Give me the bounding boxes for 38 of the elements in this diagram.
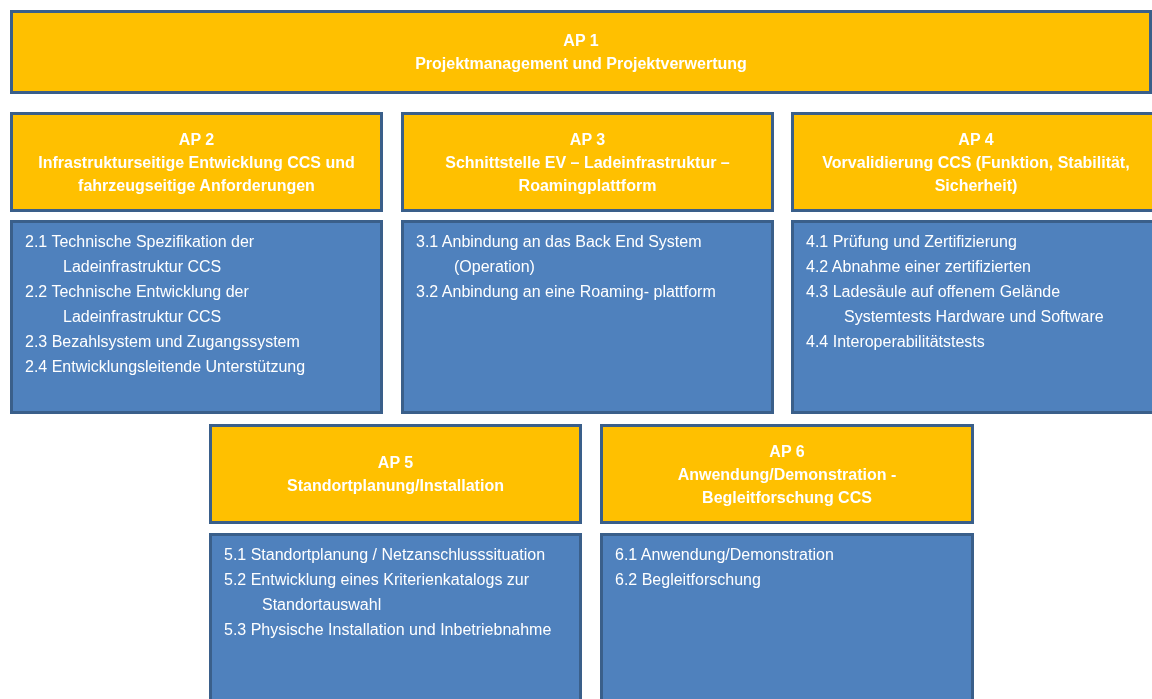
task-item: 6.1 Anwendung/Demonstration: [615, 545, 835, 565]
task-list-panel: [10, 220, 383, 414]
package-title: Projektmanagement und Projektverwertung: [415, 54, 747, 74]
task-list-panel: [209, 533, 582, 699]
task-item: 3.1 Anbindung an das Back End System (Operation): [416, 232, 703, 277]
work-package-header: [791, 112, 1152, 212]
task-item: 2.2 Technische Entwicklung der Ladeinfrastruktur CCS: [25, 282, 250, 327]
package-number: AP 6: [769, 441, 805, 462]
task-list-panel: [600, 533, 974, 699]
task-item: 5.1 Standortplanung / Netzanschlusssituation: [224, 545, 547, 565]
work-package-header: [600, 424, 974, 524]
work-package-header: [10, 112, 383, 212]
task-item: 2.4 Entwicklungsleitende Unterstützung: [25, 357, 307, 377]
task-item: 5.3 Physische Installation und Inbetriebnahme: [224, 620, 553, 640]
package-title: Vorvalidierung CCS (Funktion, Stabilität, Sicherheit): [821, 152, 1131, 196]
package-number: AP 2: [178, 129, 215, 150]
package-number: AP 4: [958, 129, 994, 150]
task-item: 2.1 Technische Spezifikation der Ladeinfrastruktur CCS: [25, 232, 256, 277]
work-package-header: [10, 10, 1152, 94]
work-package-header: [209, 424, 582, 524]
task-list-panel: [791, 220, 1152, 414]
work-package-header: [401, 112, 774, 212]
task-list-panel: [401, 220, 774, 414]
task-item: 4.1 Prüfung und Zertifizierung: [806, 232, 1018, 252]
task-item: 4.4 Interoperabilitätstests: [806, 332, 986, 352]
task-item: 3.2 Anbindung an eine Roaming- plattform: [416, 282, 717, 302]
task-item: 5.2 Entwicklung eines Kriterienkatalogs zur Standortauswahl: [224, 570, 531, 615]
package-title: Infrastrukturseitige Entwicklung CCS und fahrzeugseitige Anforderungen: [37, 152, 356, 196]
task-item: 2.3 Bezahlsystem und Zugangssystem: [25, 332, 301, 352]
package-title: Anwendung/Demonstration - Begleitforschung CCS: [676, 464, 898, 508]
task-item: 4.2 Abnahme einer zertifizierten: [806, 257, 1032, 277]
package-title: Schnittstelle EV – Ladeinfrastruktur – Roamingplattform: [444, 152, 731, 196]
package-number: AP 1: [563, 31, 599, 51]
task-item: 6.2 Begleitforschung: [615, 570, 762, 590]
package-number: AP 5: [377, 453, 414, 473]
package-number: AP 3: [569, 129, 606, 150]
package-title: Standortplanung/Installation: [287, 476, 504, 496]
task-item: 4.3 Ladesäule auf offenem Gelände Systemtests Hardware und Software: [806, 282, 1105, 327]
